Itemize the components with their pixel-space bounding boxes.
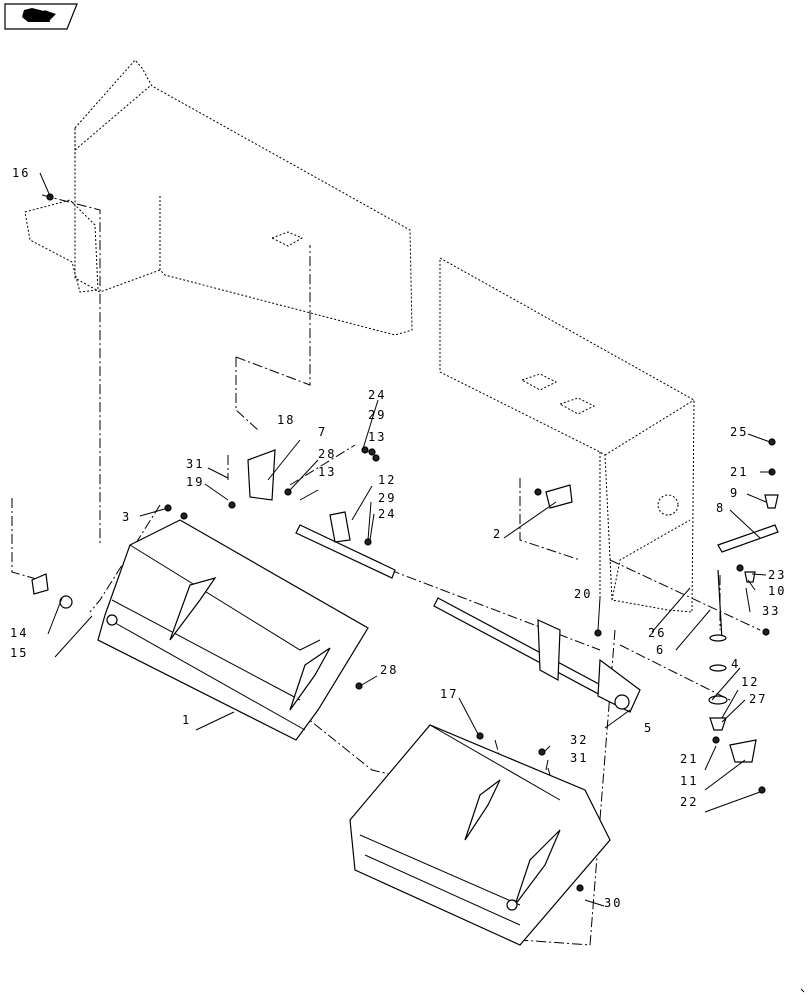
- book-page-icon: [22, 8, 56, 22]
- upper-left-housing-phantom: [24, 59, 413, 336]
- callout-28a: 28: [318, 447, 336, 461]
- callout-27: 27: [749, 692, 767, 706]
- callout-24a: 24: [368, 388, 386, 402]
- part-1-upper-shield: [97, 519, 369, 741]
- callout-30: 30: [604, 896, 622, 910]
- nav-book-button[interactable]: [4, 3, 78, 30]
- callout-13a: 13: [318, 465, 336, 479]
- callout-20: 20: [574, 587, 592, 601]
- callout-labels: 16 18 7 31 19 3 28 13 24 29 13 12 29 24 …: [10, 166, 786, 910]
- callout-7: 7: [318, 425, 327, 439]
- callout-11: 11: [680, 774, 698, 788]
- callout-12a: 12: [378, 473, 396, 487]
- callout-33: 33: [762, 604, 780, 618]
- shaft-assembly: [247, 449, 641, 713]
- leader-lines: [39, 172, 772, 907]
- callout-6: 6: [656, 643, 665, 657]
- callout-28b: 28: [380, 663, 398, 677]
- callout-8: 8: [716, 501, 725, 515]
- callout-19: 19: [186, 475, 204, 489]
- callout-1: 1: [182, 713, 191, 727]
- callout-2: 2: [493, 527, 502, 541]
- callout-29b: 29: [378, 491, 396, 505]
- callout-25: 25: [730, 425, 748, 439]
- callout-18: 18: [277, 413, 295, 427]
- callout-32: 32: [570, 733, 588, 747]
- callout-17: 17: [440, 687, 458, 701]
- callout-15: 15: [10, 646, 28, 660]
- callout-16: 16: [12, 166, 30, 180]
- callout-3: 3: [122, 510, 131, 524]
- callout-26: 26: [648, 626, 666, 640]
- corner-mark: [800, 988, 805, 993]
- right-housing-phantom: [439, 257, 695, 613]
- callout-14: 14: [10, 626, 28, 640]
- callout-31a: 31: [186, 457, 204, 471]
- callout-9: 9: [730, 486, 739, 500]
- callout-12b: 12: [741, 675, 759, 689]
- lower-shield: [349, 724, 611, 946]
- callout-24b: 24: [378, 507, 396, 521]
- right-linkage-parts: [708, 494, 779, 763]
- callout-10: 10: [768, 584, 786, 598]
- callout-21b: 21: [680, 752, 698, 766]
- callout-29a: 29: [368, 408, 386, 422]
- callout-13b: 13: [368, 430, 386, 444]
- callout-4: 4: [731, 657, 740, 671]
- callout-5: 5: [644, 721, 653, 735]
- callout-23: 23: [768, 568, 786, 582]
- callout-31b: 31: [570, 751, 588, 765]
- callout-21a: 21: [730, 465, 748, 479]
- callout-22: 22: [680, 795, 698, 809]
